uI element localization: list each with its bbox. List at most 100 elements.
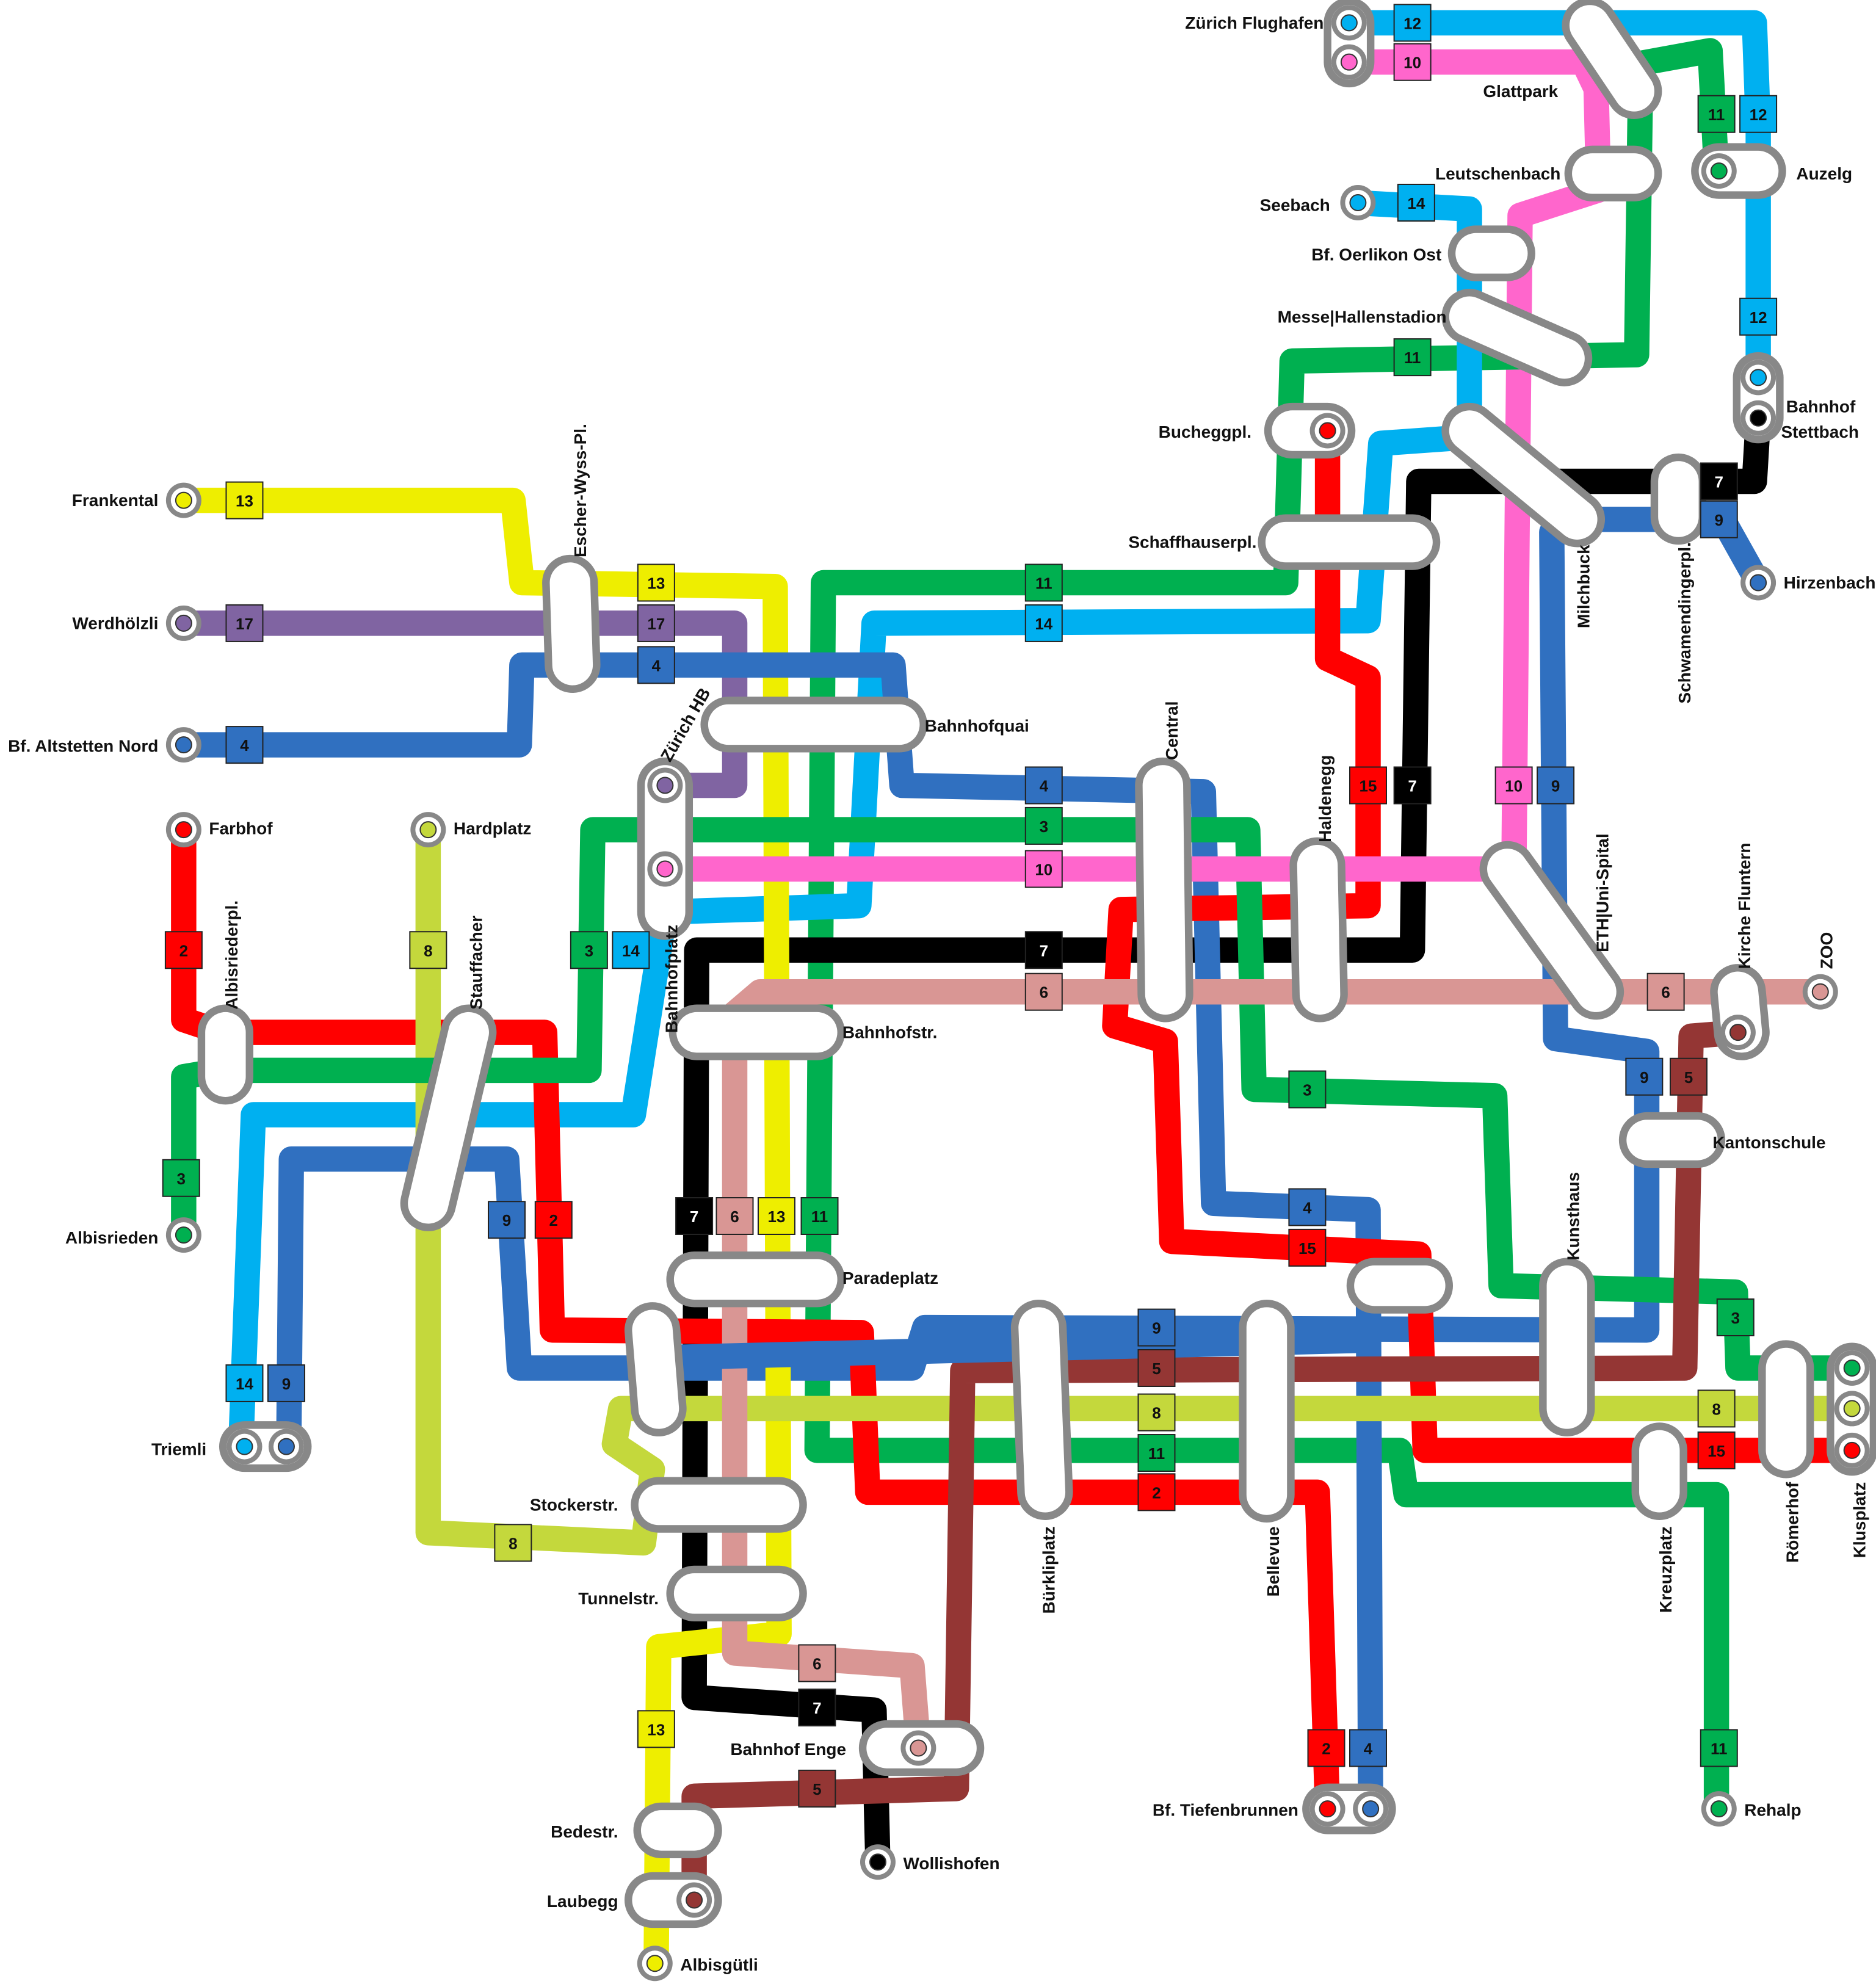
line-badge-9: 9 (1625, 1057, 1664, 1096)
terminus-dot-line-5 (1729, 1024, 1747, 1041)
tram-line-6 (722, 979, 1837, 1761)
line-badge-11: 11 (1700, 1729, 1738, 1767)
station-label-bf-altstetten-nord: Bf. Altstetten Nord (8, 737, 158, 756)
badge-box (164, 931, 203, 969)
station-label-bedestr: Bedestr. (551, 1822, 618, 1841)
badge-box (1024, 972, 1063, 1011)
station-halo-inner (1297, 845, 1341, 1015)
station-label-schaffhauserpl: Schaffhauserpl. (1128, 533, 1256, 552)
line-badge-10: 10 (1494, 766, 1533, 805)
badge-number: 3 (1731, 1309, 1740, 1327)
line-badge-7: 7 (675, 1197, 714, 1235)
badge-number: 4 (1364, 1740, 1373, 1758)
line-badge-3: 3 (162, 1159, 200, 1197)
badge-box (1494, 766, 1533, 805)
badge-number: 9 (502, 1211, 511, 1229)
badge-number: 7 (1040, 941, 1048, 960)
tram-line-12 (1336, 10, 1771, 393)
line-badge-5: 5 (798, 1769, 836, 1808)
terminus-dot-line-11 (1710, 1800, 1728, 1818)
station-label-bellevue: Bellevue (1264, 1526, 1283, 1596)
badge-box (1307, 1729, 1345, 1767)
station-label-messe-hallenstadion: Messe|Hallenstadion (1278, 307, 1447, 326)
badge-number: 13 (647, 574, 665, 593)
line-badge-3: 3 (1716, 1298, 1755, 1336)
line-badge-12: 12 (1739, 297, 1778, 336)
station-label-albisrieden: Albisrieden (65, 1228, 158, 1247)
station-label-zurich-flughafen: Zürich Flughafen (1185, 13, 1324, 32)
terminus-dot-line-7 (869, 1853, 886, 1871)
badge-box (1137, 1434, 1176, 1472)
station-label-bahnhofstr: Bahnhofstr. (842, 1023, 938, 1042)
badge-box (225, 1364, 264, 1402)
station-label-rehalp: Rehalp (1744, 1801, 1801, 1820)
station-label-werdhoelzli: Werdhölzli (72, 614, 158, 632)
badge-number: 4 (240, 736, 249, 755)
station-halo-inner (1449, 410, 1598, 540)
line-badge-4: 4 (1024, 766, 1063, 805)
badge-number: 13 (768, 1207, 786, 1226)
line-badge-9: 9 (1137, 1308, 1176, 1347)
badge-box (715, 1197, 754, 1235)
badge-box (1739, 95, 1778, 133)
badge-number: 8 (1152, 1404, 1161, 1422)
line-badge-6: 6 (715, 1197, 754, 1235)
tram-line-7 (681, 405, 1771, 1875)
line-badge-11: 11 (1697, 95, 1736, 133)
badge-number: 11 (1708, 106, 1725, 124)
station-label-albisguetli: Albisgütli (680, 1955, 758, 1974)
badge-box (494, 1524, 532, 1562)
badge-number: 5 (1684, 1068, 1693, 1087)
badge-number: 7 (1715, 473, 1723, 491)
station-halo-inner (1018, 1307, 1066, 1513)
badge-number: 12 (1403, 14, 1421, 32)
terminus-dot-line-10 (656, 860, 674, 878)
badge-number: 9 (1640, 1068, 1648, 1087)
station-label-hirzenbach: Hirzenbach (1784, 573, 1876, 592)
line-badge-9: 9 (1537, 766, 1575, 805)
station-label-bf-oerlikon-ost: Bf. Oerlikon Ost (1311, 245, 1441, 264)
station-label-paradeplatz: Paradeplatz (842, 1269, 938, 1287)
badge-number: 17 (647, 615, 665, 633)
station-label-bahnhofplatz: Bahnhofplatz (662, 925, 681, 1033)
badge-number: 15 (1708, 1442, 1725, 1460)
line-badge-17: 17 (225, 604, 264, 642)
badge-box (1646, 972, 1685, 1011)
line-badge-14: 14 (225, 1364, 264, 1402)
badge-box (1288, 1188, 1327, 1226)
terminus-dot-line-4 (1362, 1800, 1380, 1818)
badge-box (798, 1689, 836, 1727)
badge-number: 9 (1715, 511, 1723, 529)
line-badge-8: 8 (1697, 1389, 1736, 1428)
badge-number: 8 (1712, 1400, 1720, 1418)
badge-box (162, 1159, 200, 1197)
station-label-bf-tiefenbrunnen: Bf. Tiefenbrunnen (1153, 1801, 1298, 1820)
badge-box (1537, 766, 1575, 805)
station-label-frankental: Frankental (72, 491, 159, 510)
badge-number: 9 (1152, 1319, 1161, 1338)
badge-number: 6 (1661, 983, 1670, 1002)
station-label-laubegg: Laubegg (547, 1892, 618, 1911)
terminus-dot-line-8 (419, 821, 437, 839)
badge-box (1700, 462, 1738, 501)
badge-number: 13 (236, 492, 253, 510)
station-label-seebach: Seebach (1260, 196, 1330, 215)
terminus-dot-line-13 (175, 491, 192, 509)
line-badge-6: 6 (798, 1644, 836, 1682)
badge-number: 10 (1403, 54, 1421, 72)
terminus-dot-line-9 (1750, 574, 1767, 592)
line-badge-7: 7 (1700, 462, 1738, 501)
badge-box (637, 563, 675, 602)
badge-number: 9 (1551, 777, 1560, 795)
station-label-eth-uni-spital: ETH|Uni-Spital (1593, 833, 1612, 952)
badge-box (798, 1644, 836, 1682)
line-badge-8: 8 (1137, 1393, 1176, 1432)
badge-box (1697, 95, 1736, 133)
badge-number: 14 (622, 941, 640, 960)
terminus-dot-line-15 (1319, 422, 1336, 440)
badge-number: 8 (424, 941, 432, 960)
badge-box (1137, 1473, 1176, 1512)
line-badge-3: 3 (1288, 1070, 1327, 1109)
badge-number: 7 (690, 1207, 698, 1226)
